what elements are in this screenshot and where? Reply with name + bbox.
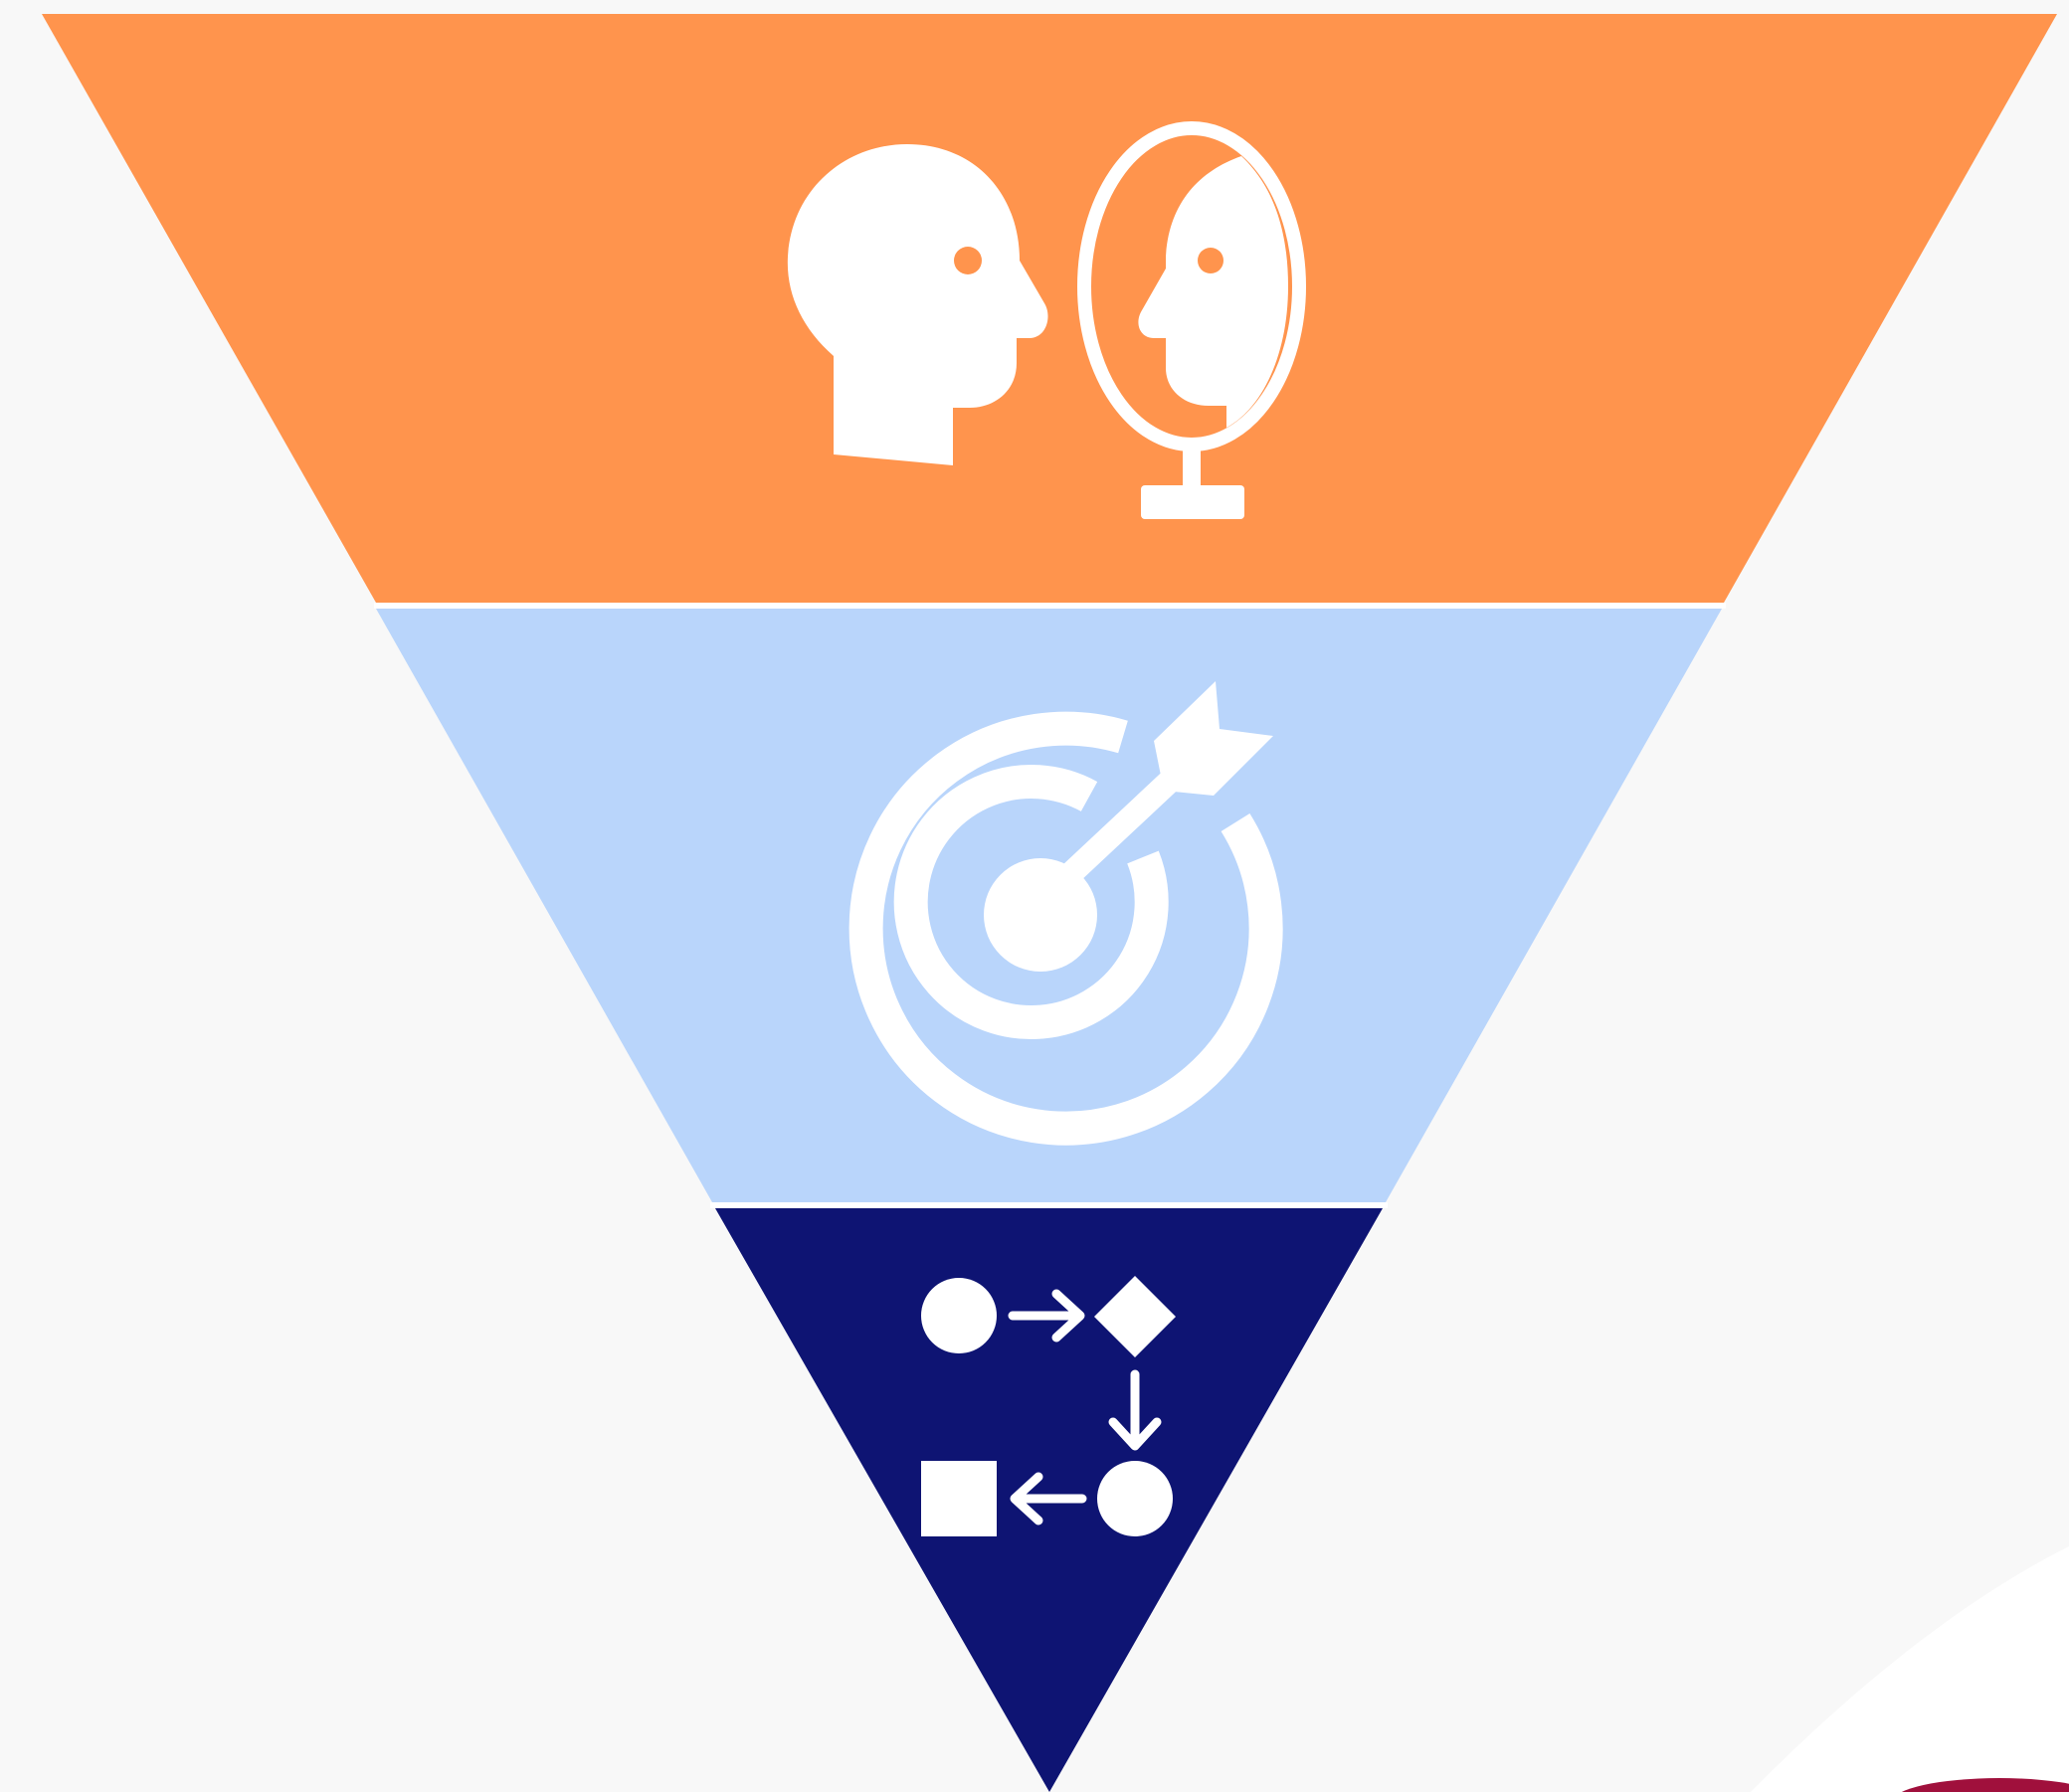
arrow-fletching bbox=[1154, 681, 1273, 796]
reflection-eye bbox=[1198, 248, 1223, 273]
corner-badge bbox=[1901, 1778, 2069, 1792]
target-ring-middle bbox=[893, 765, 1169, 1040]
process-flow-icon bbox=[921, 1276, 1176, 1536]
person-eye bbox=[954, 247, 982, 274]
self-reflection-mirror-icon bbox=[787, 121, 1306, 519]
flow-arrow-right bbox=[1008, 1289, 1085, 1343]
target-ring-outer bbox=[848, 711, 1283, 1146]
flow-arrow-down bbox=[1108, 1369, 1162, 1451]
flow-decision-diamond bbox=[1094, 1276, 1176, 1357]
reflection-face bbox=[1138, 156, 1288, 428]
person-head-icon bbox=[787, 144, 1048, 465]
flow-process-square bbox=[921, 1461, 997, 1536]
corner-swoosh bbox=[1751, 1546, 2069, 1792]
flow-end-circle bbox=[1097, 1461, 1173, 1536]
mirror-stand bbox=[1183, 444, 1201, 485]
target-with-arrow-icon bbox=[848, 681, 1283, 1146]
flow-arrow-left bbox=[1010, 1472, 1087, 1525]
mirror-base bbox=[1141, 485, 1244, 519]
flow-start-circle bbox=[921, 1278, 997, 1353]
funnel-layer-top bbox=[42, 14, 2057, 603]
